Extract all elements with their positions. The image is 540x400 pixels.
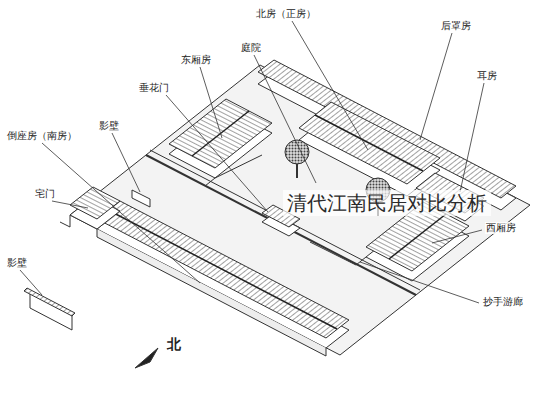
part-label: 垂花门 xyxy=(138,82,170,94)
rear-roof xyxy=(258,60,516,198)
compass-label: 北 xyxy=(166,336,182,352)
south-roof xyxy=(97,201,349,338)
north-roof xyxy=(299,102,440,184)
part-label: 东厢房 xyxy=(180,54,212,66)
part-label: 倒座房（南房） xyxy=(6,130,78,142)
part-label: 影壁 xyxy=(98,120,120,132)
part-label: 西厢房 xyxy=(485,222,517,234)
part-label: 宅门 xyxy=(34,188,56,200)
part-label: 抄手游廊 xyxy=(482,296,524,308)
part-label: 后罩房 xyxy=(440,20,472,32)
leader-lines xyxy=(20,21,484,303)
north-arrow xyxy=(135,348,158,368)
watermark: 清代江南民居对比分析 xyxy=(283,190,491,216)
ground xyxy=(70,65,530,355)
main-gate-roof xyxy=(70,187,120,219)
part-label: 耳房 xyxy=(476,70,498,82)
part-label: 庭院 xyxy=(240,42,262,54)
part-label: 影壁 xyxy=(6,257,28,269)
part-label: 北房（正房） xyxy=(255,8,317,20)
